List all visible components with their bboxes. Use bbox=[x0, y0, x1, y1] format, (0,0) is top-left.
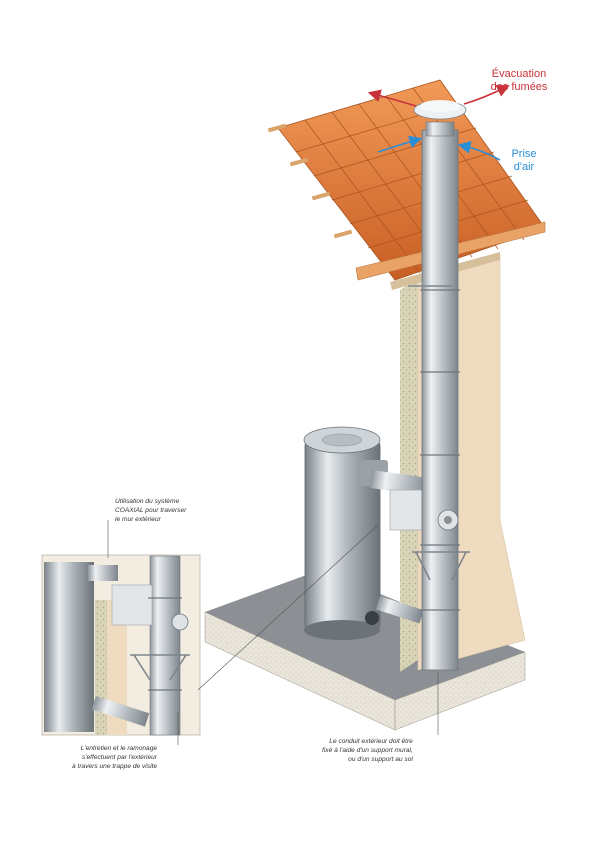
note-line: ou d'un support au sol bbox=[348, 755, 413, 763]
air-intake-label-line1: Prise bbox=[511, 148, 537, 160]
air-intake-arrows bbox=[377, 135, 501, 161]
note-line: à travers une trappe de visite bbox=[72, 762, 158, 770]
air-intake-label: Prise d'air bbox=[506, 148, 542, 173]
note-line: Utilisation du système bbox=[115, 498, 180, 505]
coaxial-system-note: Utilisation du système COAXIAL pour trav… bbox=[115, 498, 186, 525]
exhaust-label: Évacuation des fumées bbox=[488, 68, 550, 93]
exhaust-label-line2: des fumées bbox=[490, 80, 548, 93]
note-line: Le conduit extérieur doit être bbox=[329, 738, 413, 745]
maintenance-note: L'entretien et le ramonage s'effectuent … bbox=[72, 745, 157, 772]
stove-unit bbox=[303, 426, 388, 640]
note-line: fixé à l'aide d'un support mural, bbox=[322, 746, 413, 754]
note-line: le mur extérieur bbox=[115, 515, 161, 523]
note-line: COAXIAL pour traverser bbox=[115, 506, 187, 514]
leader-lines bbox=[107, 520, 439, 745]
note-line: L'entretien et le ramonage bbox=[80, 745, 158, 752]
roof bbox=[267, 79, 546, 281]
chimney-flue bbox=[413, 100, 467, 671]
note-line: s'effectuent par l'extérieur bbox=[81, 753, 158, 761]
detail-inset bbox=[41, 554, 201, 736]
mounting-note: Le conduit extérieur doit être fixé à l'… bbox=[322, 738, 413, 765]
exhaust-label-line1: Évacuation bbox=[491, 68, 547, 80]
air-intake-label-line2: d'air bbox=[513, 160, 535, 173]
exhaust-arrows bbox=[367, 85, 510, 107]
wall-bracket bbox=[408, 285, 470, 581]
